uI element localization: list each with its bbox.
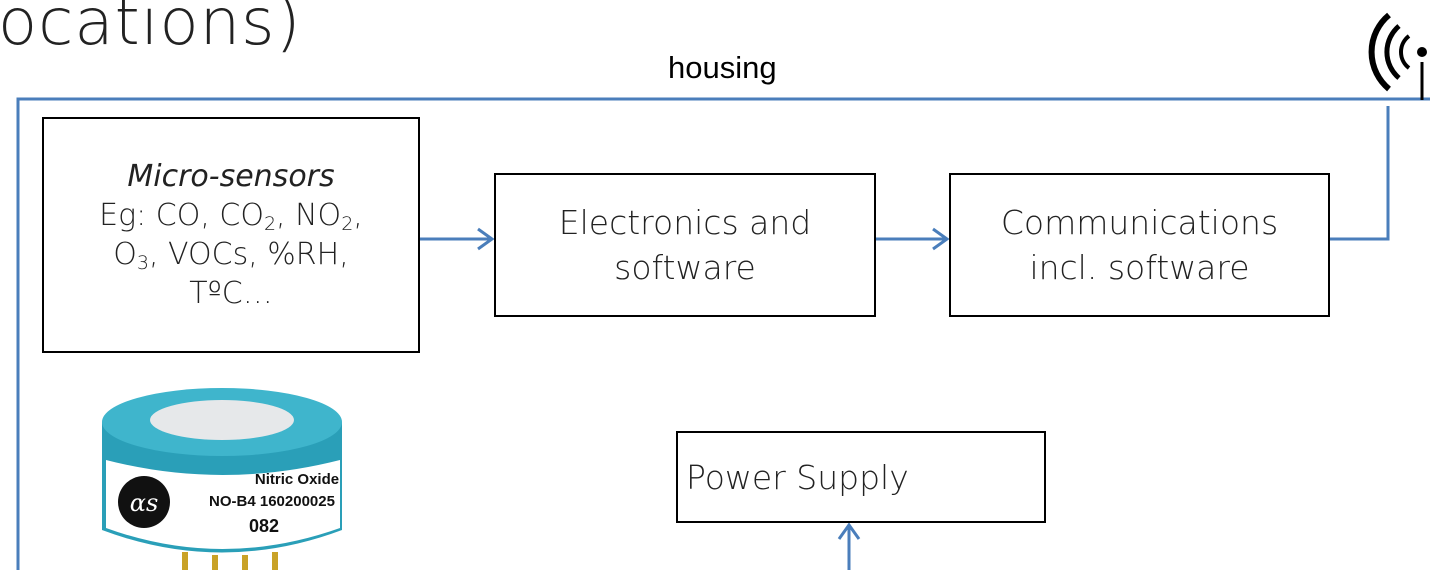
subscript: 2 — [263, 213, 277, 235]
sensor-label-line-3: 082 — [249, 516, 279, 536]
comms-line-1: Communications — [1000, 203, 1279, 242]
electronics-line-2: software — [614, 248, 756, 287]
sensors-text: , VOCs, %RH, — [148, 237, 349, 272]
communications-box: Communications incl. software — [949, 173, 1330, 317]
arrowhead-electronics — [477, 227, 495, 251]
wire-comms-to-antenna — [1330, 106, 1390, 241]
sensors-heading: Micro-sensors — [127, 159, 335, 194]
subscript: 2 — [341, 213, 354, 235]
power-supply-label: Power Supply — [686, 457, 909, 497]
arrowhead-power — [837, 522, 861, 540]
sensors-text: , — [353, 198, 363, 233]
housing-label: housing — [668, 50, 777, 85]
electronics-line-1: Electronics and — [558, 203, 812, 242]
sensor-label-line-1: Nitric Oxide — [255, 471, 339, 488]
sensor-photo: αs Nitric Oxide NO-B4 160200025 082 — [102, 388, 342, 570]
sensors-line-1: Eg: CO, CO2, NO2, — [99, 196, 363, 235]
sensors-line-3: TºC… — [189, 276, 273, 311]
arrowhead-comms — [932, 227, 950, 251]
antenna-icon — [1368, 12, 1427, 100]
sensors-text: Eg: CO, CO — [99, 198, 264, 233]
sensor-label-line-2: NO-B4 160200025 — [209, 493, 335, 510]
sensor-brand-mark: αs — [130, 489, 159, 517]
power-supply-box: Power Supply — [676, 431, 1046, 523]
electronics-box: Electronics and software — [494, 173, 876, 317]
housing-outline — [16, 97, 1430, 570]
subscript: 3 — [136, 252, 149, 274]
micro-sensors-box: Micro-sensors Eg: CO, CO2, NO2, O3, VOCs… — [42, 117, 420, 353]
slide-title-fragment: ocations) — [0, 0, 302, 60]
sensors-text: O — [113, 237, 137, 272]
sensors-text: , NO — [276, 198, 342, 233]
comms-line-2: incl. software — [1029, 248, 1250, 287]
sensors-line-2: O3, VOCs, %RH, — [113, 235, 349, 274]
